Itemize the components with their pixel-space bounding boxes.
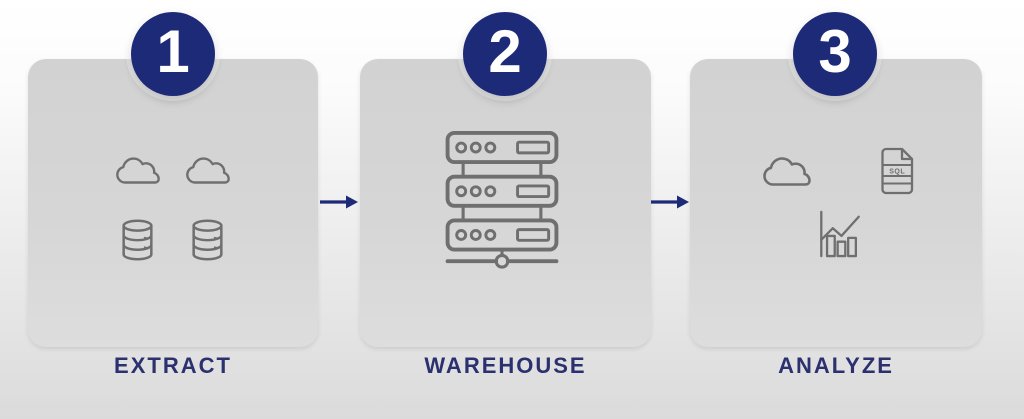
- step-number: 3: [818, 18, 852, 85]
- database-icon: [120, 219, 155, 261]
- sql-file-icon: SQL: [878, 147, 916, 195]
- step-number: 2: [488, 18, 522, 85]
- step-card: [360, 59, 651, 347]
- step-card: SQL: [690, 59, 982, 347]
- arrow-right-icon: [319, 193, 359, 211]
- cloud-icon: [762, 155, 812, 189]
- cloud-icon: [115, 155, 161, 187]
- sql-file-text: SQL: [889, 168, 905, 175]
- bar-chart-icon: [817, 210, 864, 258]
- database-icon: [190, 219, 225, 261]
- step-number: 1: [156, 18, 190, 85]
- step-card: [28, 59, 318, 347]
- step-label: WAREHOUSE: [424, 353, 587, 378]
- cloud-icon: [185, 155, 231, 187]
- step-label: EXTRACT: [114, 353, 232, 378]
- step-number-badge: 3: [793, 12, 877, 96]
- step-number-badge: 1: [131, 12, 215, 96]
- step-label: ANALYZE: [778, 353, 894, 378]
- arrow-right-icon: [650, 193, 690, 211]
- step-number-badge: 2: [463, 12, 547, 96]
- server-rack-icon: [444, 131, 560, 269]
